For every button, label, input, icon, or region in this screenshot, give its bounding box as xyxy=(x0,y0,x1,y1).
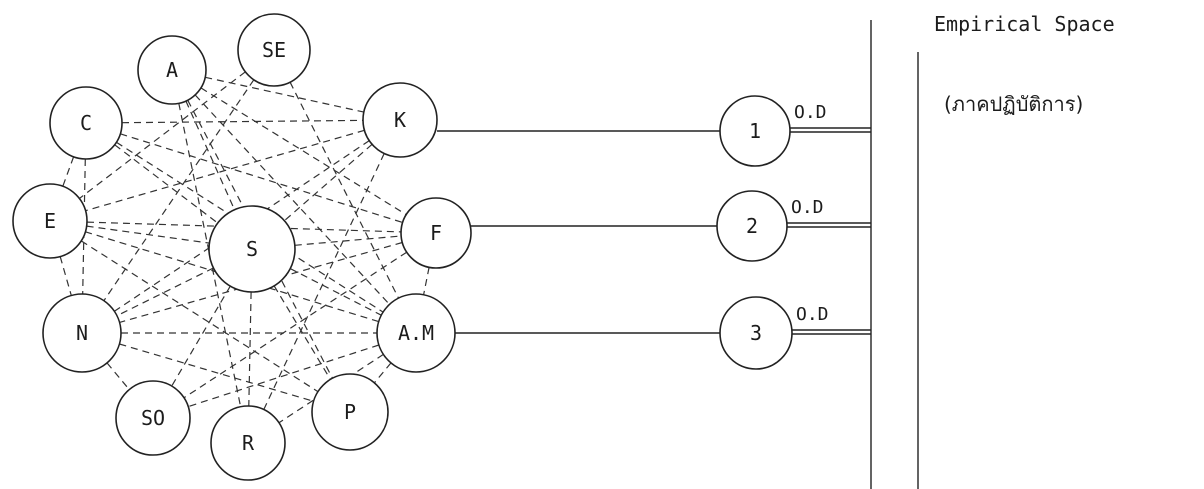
node-label: C xyxy=(80,111,92,135)
link-s-so xyxy=(171,285,231,387)
node-circle xyxy=(49,86,123,160)
link-e-s xyxy=(86,225,210,244)
link-am-e xyxy=(85,231,379,323)
link-n-p xyxy=(119,343,314,402)
node-s: S xyxy=(208,205,296,293)
link-n-so xyxy=(106,362,130,390)
output-node-2: 2 xyxy=(716,190,788,262)
node-label: S xyxy=(246,237,258,261)
link-am-so xyxy=(188,344,380,408)
node-c: C xyxy=(49,86,123,160)
node-r: R xyxy=(210,405,286,481)
node-circle xyxy=(400,197,472,269)
od-label-3: O.D xyxy=(796,304,829,325)
output-node-label: 3 xyxy=(750,321,762,345)
node-label: A xyxy=(166,58,178,82)
output-node-circle xyxy=(716,190,788,262)
node-se: SE xyxy=(237,13,311,87)
link-a-s xyxy=(185,100,236,210)
empirical-space-title: Empirical Space xyxy=(934,12,1115,36)
node-circle xyxy=(42,293,122,373)
node-circle xyxy=(210,405,286,481)
od-label-1: O.D xyxy=(794,102,827,123)
link-e-p xyxy=(80,240,319,393)
node-label: K xyxy=(394,108,406,132)
node-label: E xyxy=(44,209,56,233)
link-s-am xyxy=(290,268,382,316)
node-so: SO xyxy=(115,380,191,456)
node-circle xyxy=(237,13,311,87)
node-e: E xyxy=(12,183,88,259)
node-a: A xyxy=(137,35,207,105)
node-circle xyxy=(12,183,88,259)
node-circle xyxy=(311,373,389,451)
node-k: K xyxy=(362,82,438,158)
node-label: SO xyxy=(141,406,165,430)
link-e-n xyxy=(59,256,72,296)
output-node-label: 1 xyxy=(749,119,761,143)
link-f-am xyxy=(423,267,430,295)
link-am-p xyxy=(373,362,392,384)
node-label: SE xyxy=(262,38,286,62)
link-se-am xyxy=(289,81,400,299)
output-node-label: 2 xyxy=(746,214,758,238)
output-node-circle xyxy=(719,95,791,167)
link-s-n xyxy=(116,267,214,317)
link-k-e xyxy=(85,129,365,212)
node-circle xyxy=(208,205,296,293)
node-circle xyxy=(362,82,438,158)
output-node-3: 3 xyxy=(719,296,793,370)
link-k-s xyxy=(284,143,373,222)
node-p: P xyxy=(311,373,389,451)
link-a-f xyxy=(200,87,407,216)
link-se-e xyxy=(79,71,246,199)
node-n: N xyxy=(42,293,122,373)
link-se-n xyxy=(103,79,255,302)
node-circle xyxy=(115,380,191,456)
node-label: A.M xyxy=(398,321,434,345)
link-a-r xyxy=(178,103,242,407)
link-f-so xyxy=(183,251,408,399)
output-node-1: 1 xyxy=(719,95,791,167)
link-c-s xyxy=(114,144,219,224)
node-am: A.M xyxy=(376,293,456,373)
node-circle xyxy=(376,293,456,373)
node-label: F xyxy=(430,221,442,245)
link-s-f xyxy=(294,235,402,246)
node-f: F xyxy=(400,197,472,269)
link-c-n xyxy=(82,158,86,295)
node-label: R xyxy=(242,431,255,455)
node-circle xyxy=(137,35,207,105)
link-c-k xyxy=(121,119,364,124)
node-label: P xyxy=(344,400,356,424)
od-label-2: O.D xyxy=(791,197,824,218)
link-c-f xyxy=(120,133,403,224)
output-node-circle xyxy=(719,296,793,370)
link-s-r xyxy=(248,291,252,407)
link-k-n xyxy=(114,140,370,312)
link-a-k xyxy=(205,76,365,113)
empirical-space-subtitle: (ภาคปฏิบัติการ) xyxy=(944,92,1084,116)
link-c-e xyxy=(62,156,75,187)
node-label: N xyxy=(76,321,88,345)
